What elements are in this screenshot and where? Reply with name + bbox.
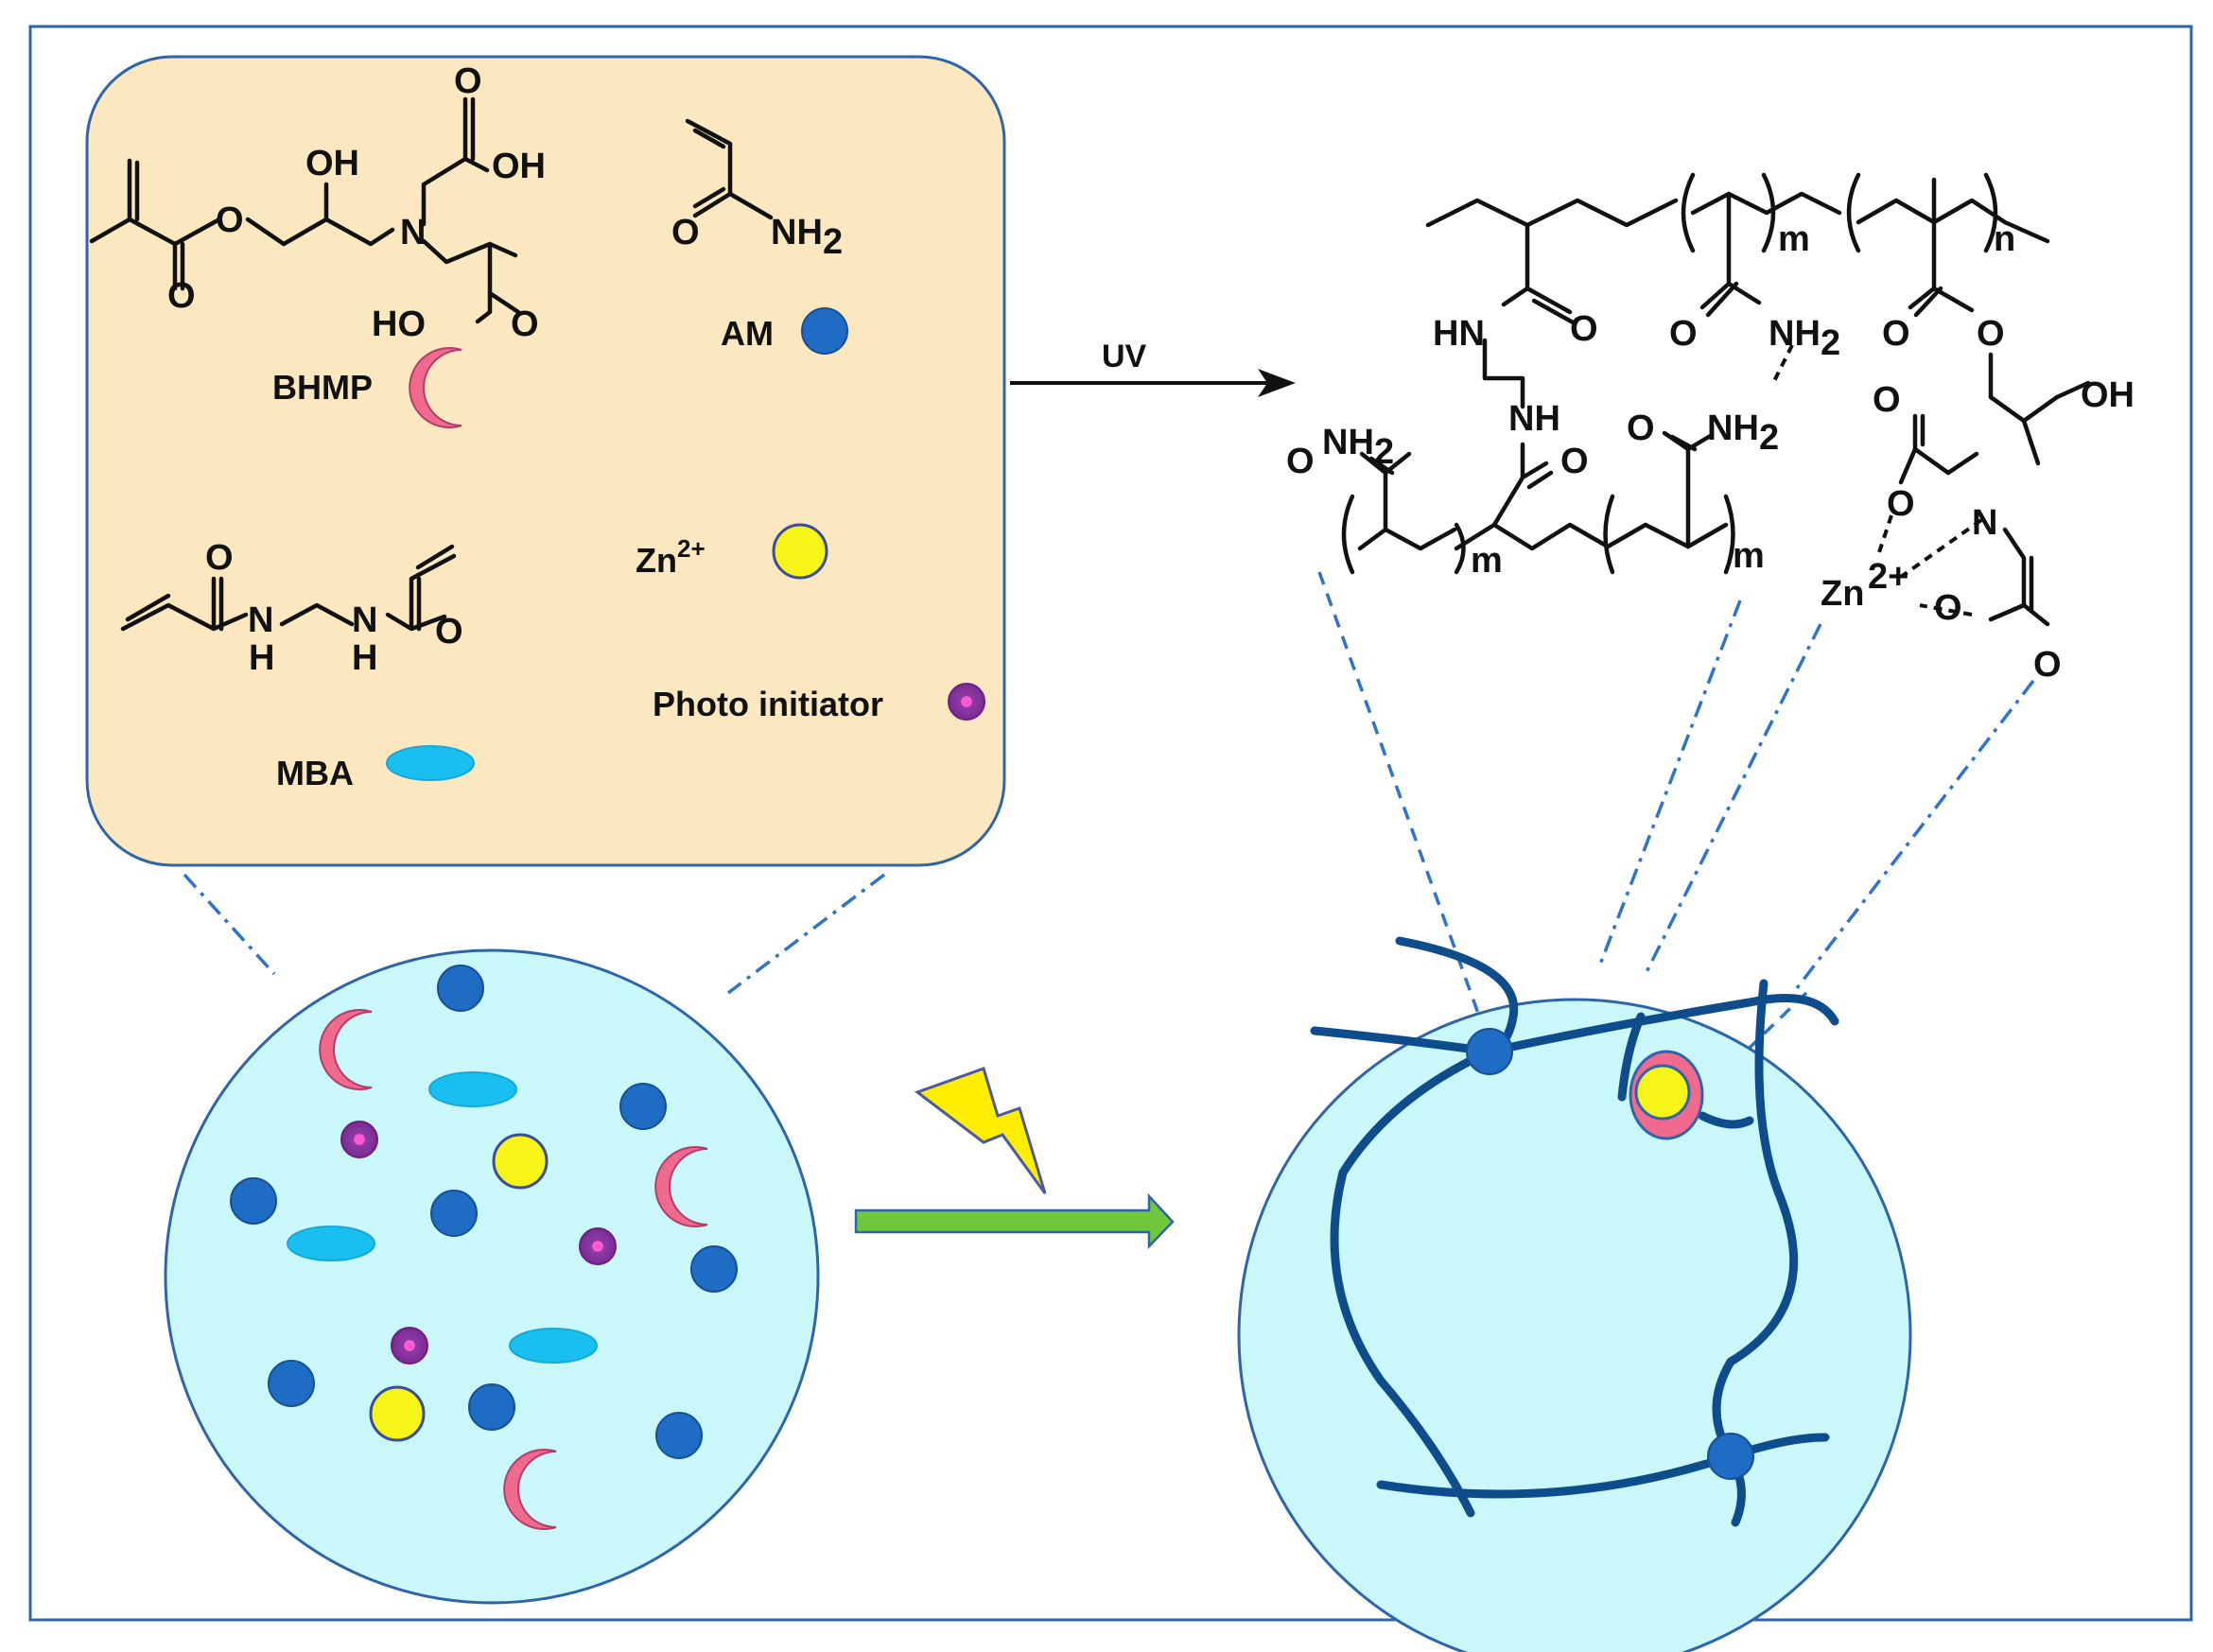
polymerization-arrow (854, 1192, 1175, 1250)
svg-text:m: m (1471, 541, 1503, 581)
svg-text:O: O (1882, 314, 1910, 354)
svg-text:2: 2 (1374, 432, 1394, 472)
svg-text:2: 2 (1821, 323, 1840, 363)
svg-text:OH: OH (492, 147, 546, 186)
am-label: AM (721, 314, 774, 353)
svg-text:O: O (1873, 380, 1901, 420)
zoom-guide-right-c (1644, 623, 1822, 975)
svg-text:NH: NH (1322, 423, 1374, 462)
svg-text:m: m (1733, 536, 1765, 576)
mba-ellipse-icon (386, 745, 475, 781)
zn-circle-icon (772, 523, 828, 580)
acrylamide-structure: O NH 2 (671, 118, 843, 262)
svg-text:O: O (671, 213, 700, 252)
svg-text:NH: NH (1769, 314, 1821, 354)
am-circle-icon (801, 307, 848, 355)
svg-text:NH: NH (771, 213, 823, 252)
svg-text:N: N (352, 600, 377, 640)
polymer-chains (1310, 936, 1839, 1527)
svg-text:N: N (1972, 503, 1997, 543)
svg-text:O: O (1627, 409, 1655, 448)
svg-text:Zn: Zn (1821, 574, 1864, 614)
svg-text:2+: 2+ (1868, 557, 1908, 597)
hydrogel-network-structure: HN O O NH 2 O O OH NH O NH 2 O O NH 2 O … (1286, 172, 2135, 685)
svg-text:O: O (435, 612, 463, 652)
figure-frame (28, 25, 2193, 1622)
svg-text:O: O (454, 61, 482, 101)
svg-text:O: O (1934, 588, 1962, 628)
svg-text:O: O (1977, 314, 2005, 354)
mba-structure: O N H N H O (120, 538, 463, 678)
svg-text:m: m (1778, 219, 1810, 259)
svg-text:H: H (249, 638, 274, 678)
zn-label: Zn2+ (636, 534, 706, 580)
svg-text:O: O (167, 276, 196, 316)
mba-label: MBA (276, 754, 354, 792)
svg-text:2: 2 (1759, 418, 1779, 458)
svg-text:NH: NH (1707, 409, 1759, 448)
svg-text:O: O (205, 538, 234, 578)
svg-text:OH: OH (2081, 375, 2135, 415)
svg-text:NH: NH (1508, 399, 1560, 439)
svg-text:O: O (1560, 442, 1589, 481)
svg-text:O: O (2033, 645, 2062, 685)
svg-text:HN: HN (1433, 314, 1485, 354)
lightning-bolt-icon (914, 1067, 1047, 1194)
bhmp-structure: O O OH N O OH HO O (89, 61, 546, 344)
svg-text:O: O (216, 200, 244, 240)
zoom-guide-right-b (1596, 600, 1742, 970)
svg-text:O: O (1570, 309, 1598, 349)
svg-text:N: N (400, 213, 426, 252)
zoom-guide-left-a (183, 873, 276, 976)
svg-text:HO: HO (372, 304, 426, 344)
bhmp-label: BHMP (272, 368, 373, 407)
reactant-panel (85, 55, 1006, 867)
svg-text:O: O (1286, 442, 1315, 481)
svg-text:O: O (511, 304, 539, 344)
svg-text:O: O (1669, 314, 1698, 354)
hydrogel-network-sphere (1237, 998, 1912, 1652)
uv-arrow-head (1258, 369, 1296, 397)
uv-label: UV (1102, 339, 1147, 374)
photo-initiator-label: Photo initiator (653, 685, 883, 723)
zoom-guide-right-d (1795, 679, 2035, 990)
svg-text:OH: OH (305, 144, 359, 183)
svg-text:2: 2 (823, 222, 843, 262)
zoom-guide-left-b (726, 873, 886, 995)
photo-initiator-icon (948, 683, 985, 721)
svg-text:O: O (1887, 484, 1915, 524)
svg-text:H: H (352, 638, 377, 678)
svg-text:n: n (1994, 219, 2015, 259)
zoom-guide-right-a (1317, 571, 1491, 1046)
svg-text:N: N (248, 600, 273, 640)
